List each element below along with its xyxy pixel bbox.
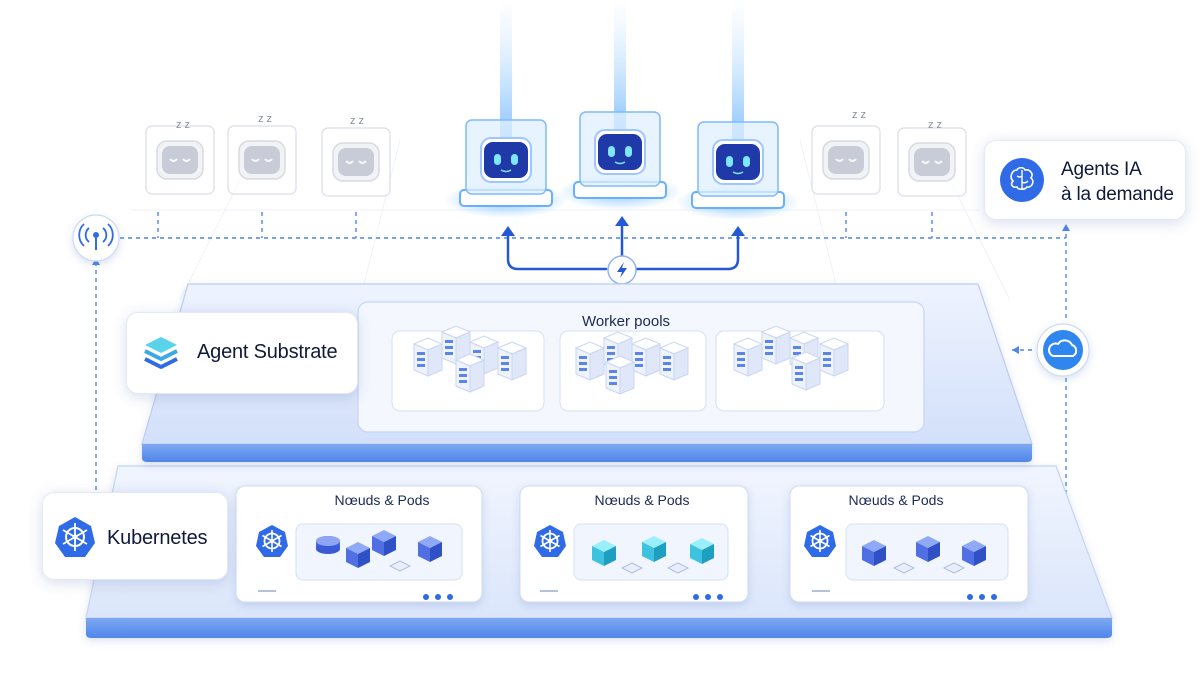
node-card-title: Nœuds & Pods [849,492,944,508]
agents-ia-line2: à la demande [1061,184,1174,205]
sleep-z: z z [928,119,942,131]
kubernetes-label: Kubernetes [107,527,208,549]
sleep-z: z z [258,113,272,125]
idle-agent [321,127,391,197]
sleep-z: z z [176,119,190,131]
antenna-icon [72,214,120,262]
pod-cubes [316,530,442,572]
node-card: Nœuds & Pods [235,485,483,603]
activation-arrows [506,222,740,271]
layers-icon [144,337,178,369]
active-agent [444,0,568,218]
node-card-title: Nœuds & Pods [335,492,430,508]
node-card: Nœuds & Pods [789,485,1029,603]
node-card-title: Nœuds & Pods [595,492,690,508]
cloud-icon [1036,323,1090,377]
worker-pools-title: Worker pools [582,313,670,330]
agents-ia-line1: Agents IA [1061,159,1142,180]
activation-arrowheads [501,216,745,236]
agents-ia-card: Agents IA à la demande [984,140,1186,220]
agent-substrate-label: Agent Substrate [197,341,338,363]
idle-agent [227,125,297,195]
lightning-icon [607,255,637,285]
agent-substrate-card: Agent Substrate [126,312,358,394]
active-agent [558,0,682,210]
idle-agent [897,127,967,197]
node-card: Nœuds & Pods [519,485,749,603]
idle-agent [145,125,215,195]
active-agent [676,0,800,220]
kubernetes-card: Kubernetes [42,492,228,580]
kubernetes-helm-icon [55,517,95,557]
sleep-indicators: z z z z z z z z z z [176,109,942,131]
brain-icon [1000,158,1044,202]
sleep-z: z z [852,109,866,121]
sleep-z: z z [350,115,364,127]
idle-agent [811,125,881,195]
